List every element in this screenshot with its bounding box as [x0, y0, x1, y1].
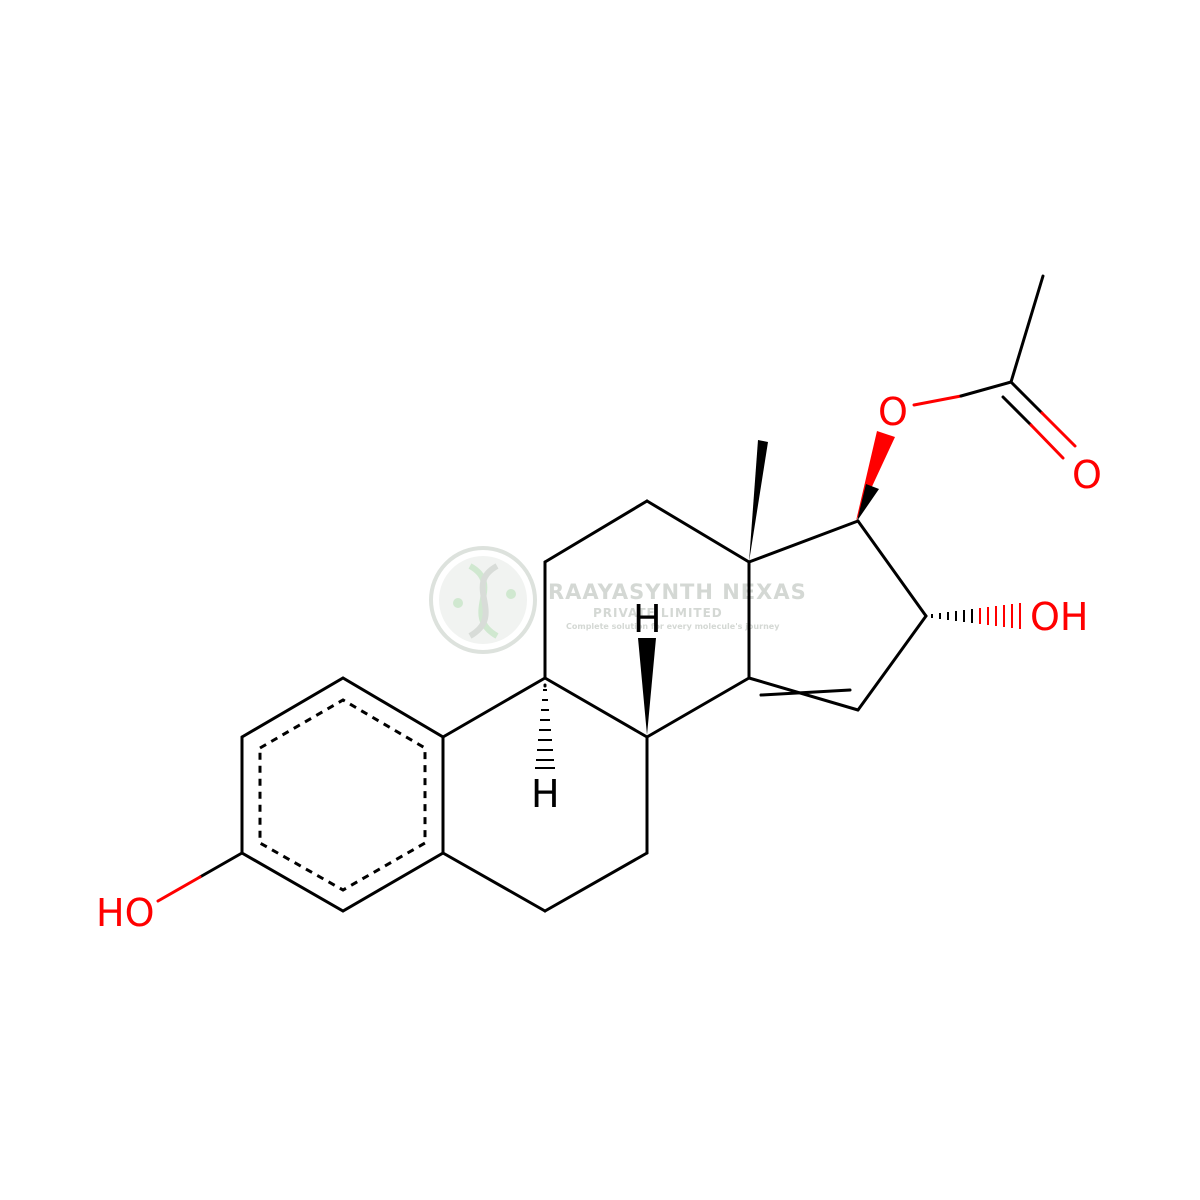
c16-hydroxyl: OH — [931, 595, 1088, 639]
c16-oh-label: OH — [1030, 595, 1088, 639]
ring-a-aromatic — [240, 676, 445, 913]
watermark-subtitle: PRIVATE LIMITED — [593, 606, 723, 620]
ring-b — [441, 676, 649, 913]
c17-acetate: O O — [856, 274, 1102, 521]
c8-h-label: H — [633, 597, 662, 641]
c8-hydrogen: H — [633, 597, 662, 735]
phenol-hydroxyl: HO — [96, 851, 244, 935]
carbonyl-o-label: O — [1072, 453, 1102, 497]
watermark-title: RAAYASYNTH NEXAS — [548, 580, 807, 604]
c9-h-label: H — [531, 772, 560, 816]
c9-hydrogen: H — [531, 683, 560, 816]
ring-c — [543, 499, 751, 739]
phenol-oh-label: HO — [96, 891, 154, 935]
dna-helix-logo-icon — [429, 546, 537, 654]
ring-d — [747, 519, 928, 712]
watermark: RAAYASYNTH NEXAS PRIVATE LIMITED Complet… — [429, 546, 807, 654]
c13-methyl — [749, 440, 768, 562]
watermark-tagline: Complete solution for every molecule's j… — [566, 622, 780, 631]
ester-o-label: O — [878, 390, 908, 434]
